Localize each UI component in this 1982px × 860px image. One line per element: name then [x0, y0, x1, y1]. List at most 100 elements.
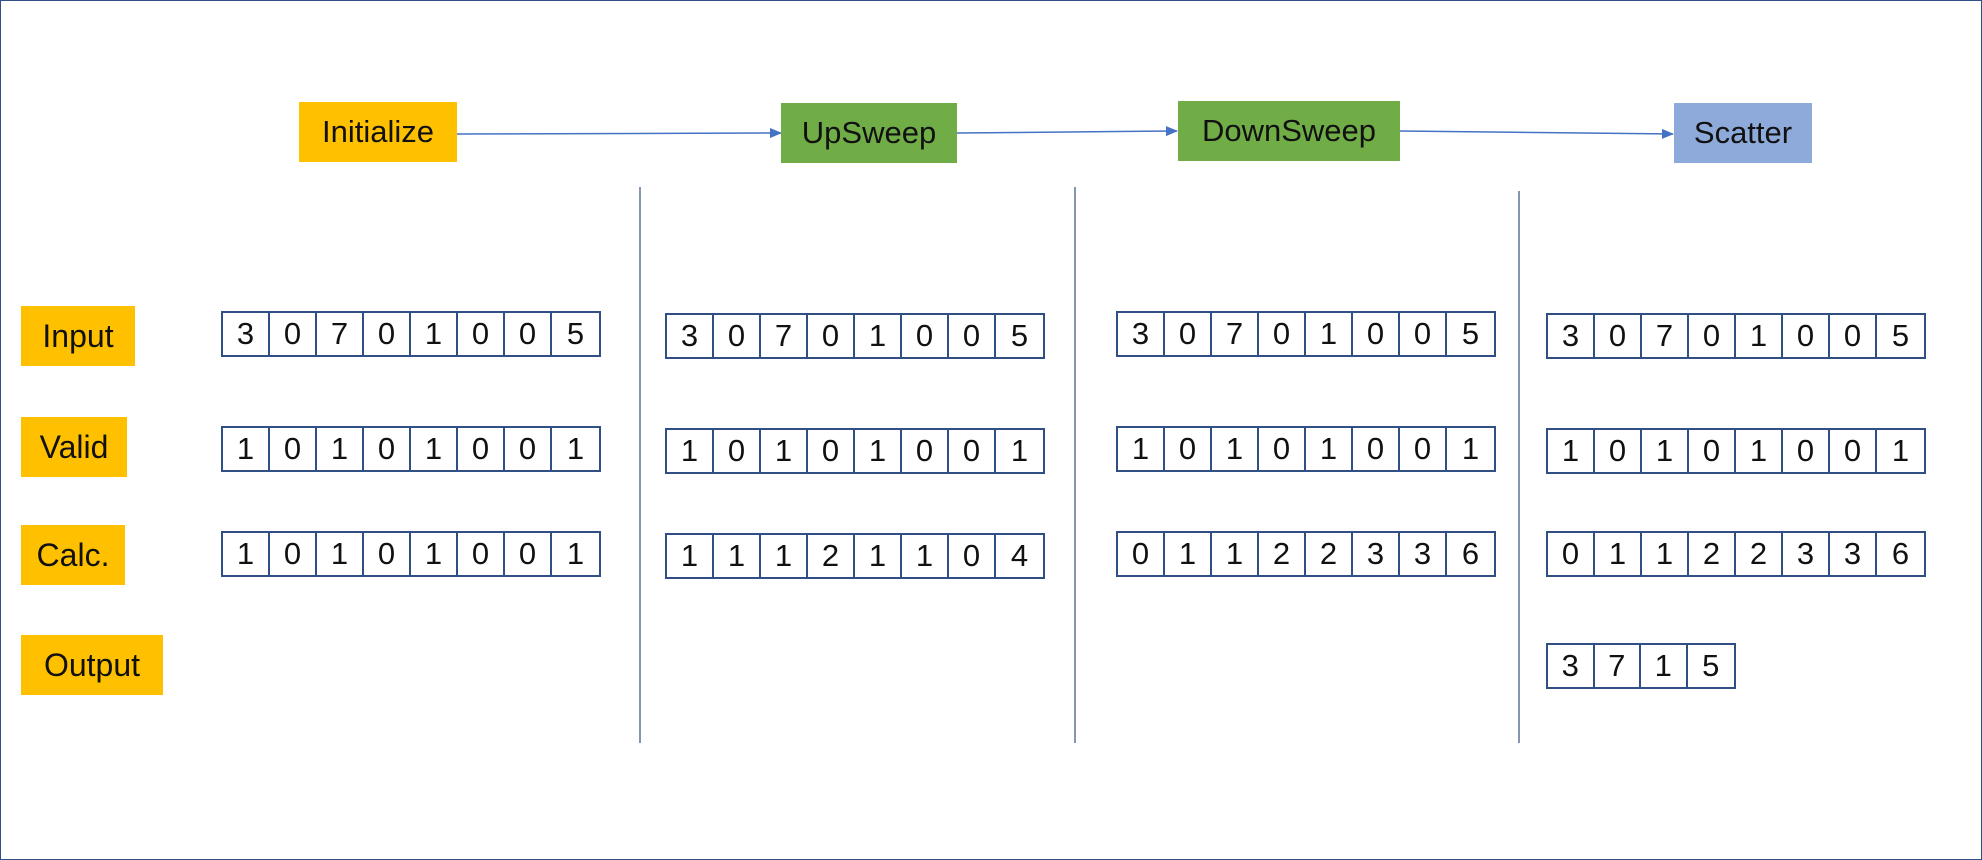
array-cell: 6 [1461, 536, 1480, 571]
array-cell: 0 [458, 428, 505, 470]
array-cell: 1 [855, 315, 902, 357]
array-cell: 3 [1548, 315, 1595, 357]
array-cell: 0 [458, 313, 505, 355]
array-cell: 1 [1642, 430, 1689, 472]
array-cell: 0 [1783, 430, 1830, 472]
array-downsweep-valid: 1 0 1 0 1 0 0 1 [1116, 426, 1496, 472]
array-cell: 1 [1736, 315, 1783, 357]
array-cell: 6 [1891, 536, 1910, 571]
array-cell: 5 [1010, 318, 1029, 353]
array-cell: 1 [667, 535, 714, 577]
array-cell: 3 [1783, 533, 1830, 575]
array-cell: 1 [761, 430, 808, 472]
arrow-initialize-to-upsweep [456, 128, 782, 139]
array-downsweep-input: 3 0 7 0 1 0 0 5 [1116, 311, 1496, 357]
array-initialize-valid: 1 0 1 0 1 0 0 1 [221, 426, 601, 472]
array-cell: 3 [1400, 533, 1447, 575]
array-cell: 1 [1212, 428, 1259, 470]
array-cell: 0 [1400, 313, 1447, 355]
array-cell: 0 [505, 313, 552, 355]
array-cell: 0 [1259, 428, 1306, 470]
array-cell: 1 [1736, 430, 1783, 472]
array-cell: 0 [364, 428, 411, 470]
row-label-output: Output [21, 635, 163, 695]
array-initialize-input: 3 0 7 0 1 0 0 5 [221, 311, 601, 357]
array-cell: 7 [1642, 315, 1689, 357]
array-cell: 1 [1010, 433, 1029, 468]
array-cell: 0 [808, 315, 855, 357]
array-cell: 1 [411, 428, 458, 470]
array-cell: 0 [270, 428, 317, 470]
array-cell: 1 [714, 535, 761, 577]
array-cell: 1 [667, 430, 714, 472]
array-cell: 1 [1165, 533, 1212, 575]
array-cell: 2 [1306, 533, 1353, 575]
array-cell: 0 [1353, 313, 1400, 355]
array-cell: 3 [667, 315, 714, 357]
array-cell: 3 [1548, 645, 1595, 687]
row-label-calc: Calc. [21, 525, 125, 585]
array-cell: 2 [808, 535, 855, 577]
array-cell: 7 [1212, 313, 1259, 355]
array-cell: 0 [270, 313, 317, 355]
array-cell: 0 [458, 533, 505, 575]
array-cell: 0 [1118, 533, 1165, 575]
array-scatter-calc: 0 1 1 2 2 3 3 6 [1546, 531, 1926, 577]
array-cell: 0 [1595, 315, 1642, 357]
array-cell: 7 [317, 313, 364, 355]
arrow-downsweep-to-scatter [1398, 128, 1674, 139]
array-cell: 1 [1306, 428, 1353, 470]
row-label-input-text: Input [42, 317, 114, 354]
row-label-valid: Valid [21, 417, 127, 477]
array-cell: 1 [1641, 645, 1688, 687]
stage-upsweep-label: UpSweep [801, 115, 937, 150]
array-cell: 1 [1118, 428, 1165, 470]
array-cell: 0 [949, 430, 996, 472]
array-cell: 2 [1736, 533, 1783, 575]
array-cell: 1 [1212, 533, 1259, 575]
array-cell: 1 [1595, 533, 1642, 575]
array-cell: 1 [566, 431, 585, 466]
array-cell: 1 [855, 430, 902, 472]
array-cell: 0 [1830, 430, 1877, 472]
stage-initialize: Initialize [299, 102, 457, 162]
array-cell: 3 [1118, 313, 1165, 355]
row-label-output-text: Output [43, 646, 141, 683]
array-cell: 2 [1259, 533, 1306, 575]
array-cell: 5 [1702, 648, 1720, 683]
array-cell: 0 [1353, 428, 1400, 470]
array-cell: 1 [411, 533, 458, 575]
array-cell: 3 [223, 313, 270, 355]
array-cell: 0 [714, 430, 761, 472]
array-cell: 1 [566, 536, 585, 571]
array-cell: 1 [223, 533, 270, 575]
array-cell: 1 [317, 428, 364, 470]
row-label-input: Input [21, 306, 135, 366]
array-cell: 0 [1165, 428, 1212, 470]
array-downsweep-calc: 0 1 1 2 2 3 3 6 [1116, 531, 1496, 577]
array-cell: 0 [949, 315, 996, 357]
array-cell: 0 [1830, 315, 1877, 357]
array-cell: 0 [270, 533, 317, 575]
array-cell: 1 [902, 535, 949, 577]
row-label-calc-text: Calc. [36, 536, 110, 573]
array-cell: 0 [1689, 315, 1736, 357]
array-cell: 0 [364, 313, 411, 355]
array-cell: 0 [505, 428, 552, 470]
array-upsweep-input: 3 0 7 0 1 0 0 5 [665, 313, 1045, 359]
array-cell: 5 [1891, 318, 1910, 353]
row-label-valid-text: Valid [39, 428, 109, 465]
array-cell: 3 [1830, 533, 1877, 575]
array-cell: 0 [1689, 430, 1736, 472]
array-initialize-calc: 1 0 1 0 1 0 0 1 [221, 531, 601, 577]
array-cell: 1 [1461, 431, 1480, 466]
array-cell: 1 [1642, 533, 1689, 575]
array-cell: 0 [714, 315, 761, 357]
stage-downsweep-label: DownSweep [1201, 113, 1377, 148]
array-cell: 1 [855, 535, 902, 577]
array-scatter-valid: 1 0 1 0 1 0 0 1 [1546, 428, 1926, 474]
array-cell: 0 [1165, 313, 1212, 355]
array-cell: 5 [566, 316, 585, 351]
